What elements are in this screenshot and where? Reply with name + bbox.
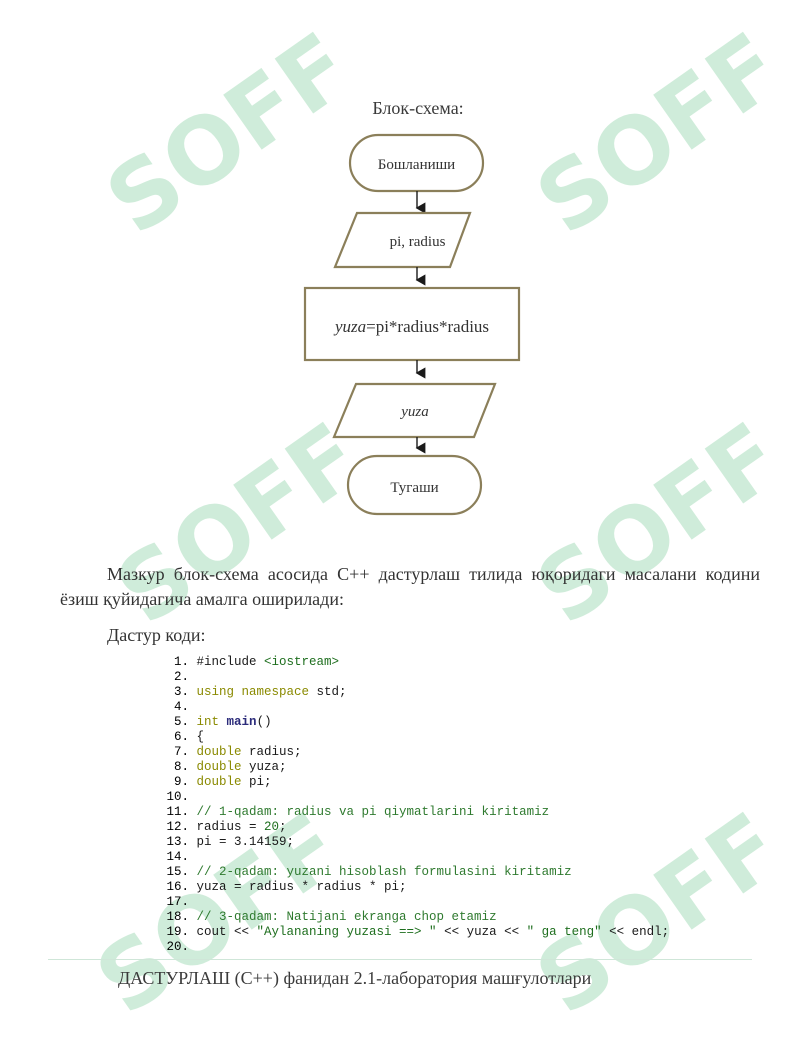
process-rectangle <box>303 286 521 362</box>
input-parallelogram <box>333 211 472 269</box>
code-token: "Aylananing yuzasi ==> " <box>256 925 437 939</box>
code-line: 19. cout << "Aylananing yuzasi ==> " << … <box>160 925 669 940</box>
code-line: 14. <box>160 850 669 865</box>
line-number: 18. <box>166 910 189 924</box>
code-token: // 3-qadam: Natijani ekranga chop etamiz <box>196 910 497 924</box>
line-number: 19. <box>166 925 189 939</box>
line-number: 17. <box>166 895 189 909</box>
line-number: 13. <box>166 835 189 849</box>
code-listing: 1. #include <iostream>2. 3. using namesp… <box>160 655 669 955</box>
line-number: 1. <box>173 655 189 669</box>
watermark-logo-2: SOFF <box>518 13 800 256</box>
code-token: radius; <box>241 745 302 759</box>
svg-text:SOFF: SOFF <box>518 13 800 256</box>
output-label: yuza <box>340 404 490 421</box>
code-token: // 2-qadam: yuzani hisoblash formulasini… <box>196 865 572 879</box>
code-line: 18. // 3-qadam: Natijani ekranga chop et… <box>160 910 669 925</box>
code-line: 5. int main() <box>160 715 669 730</box>
line-number: 12. <box>166 820 189 834</box>
line-number: 10. <box>166 790 189 804</box>
line-number: 4. <box>173 700 189 714</box>
line-number: 9. <box>173 775 189 789</box>
code-heading-text: Дастур коди: <box>107 625 206 645</box>
output-parallelogram <box>332 382 497 439</box>
process-variable: yuza <box>334 317 367 336</box>
code-line: 11. // 1-qadam: radius va pi qiymatlarin… <box>160 805 669 820</box>
page-footer: ДАСТУРЛАШ (C++) фанидан 2.1-лаборатория … <box>118 968 592 988</box>
code-line: 10. <box>160 790 669 805</box>
code-token: main <box>226 715 257 729</box>
code-line: 13. pi = 3.14159; <box>160 835 669 850</box>
code-heading: Дастур коди: <box>60 623 760 648</box>
output-variable: yuza <box>401 404 429 420</box>
end-label: Тугаши <box>390 480 439 496</box>
flowchart <box>303 133 521 516</box>
code-line: 8. double yuza; <box>160 760 669 775</box>
line-number: 11. <box>166 805 189 819</box>
flowchart-caption: Блок-схема: <box>372 98 464 118</box>
code-token: yuza; <box>241 760 287 774</box>
code-line: 9. double pi; <box>160 775 669 790</box>
line-number: 8. <box>173 760 189 774</box>
input-label: pi, radius <box>389 234 446 250</box>
process-expression: =pi*radius*radius <box>366 317 490 336</box>
code-token: " ga teng" <box>526 925 602 939</box>
code-line: 4. <box>160 700 669 715</box>
code-line: 16. yuza = radius * radius * pi; <box>160 880 669 895</box>
code-token: double <box>196 760 242 774</box>
code-line: 1. #include <iostream> <box>160 655 669 670</box>
line-number: 16. <box>166 880 189 894</box>
process-label: yuza=pi*radius*radius <box>305 317 519 337</box>
start-label: Бошланиши <box>377 157 456 173</box>
code-line: 6. { <box>160 730 669 745</box>
code-token: cout << <box>196 925 257 939</box>
line-number: 20. <box>166 940 189 954</box>
code-line: 15. // 2-qadam: yuzani hisoblash formula… <box>160 865 669 880</box>
end-terminator <box>346 454 483 516</box>
code-token: using namespace <box>196 685 310 699</box>
code-token: std; <box>309 685 347 699</box>
line-number: 3. <box>173 685 189 699</box>
code-token: 20 <box>264 820 280 834</box>
code-token: int <box>196 715 220 729</box>
code-token: << yuza << <box>436 925 527 939</box>
body-paragraph-text: Мазкур блок-схема асосида C++ дастурлаш … <box>60 564 760 609</box>
code-token: << endl; <box>601 925 670 939</box>
code-token: double <box>196 745 242 759</box>
code-line: 2. <box>160 670 669 685</box>
line-number: 6. <box>173 730 189 744</box>
code-line: 20. <box>160 940 669 955</box>
code-token: radius = <box>196 820 265 834</box>
line-number: 5. <box>173 715 189 729</box>
line-number: 15. <box>166 865 189 879</box>
line-number: 7. <box>173 745 189 759</box>
code-line: 3. using namespace std; <box>160 685 669 700</box>
code-line: 7. double radius; <box>160 745 669 760</box>
code-token: { <box>196 730 205 744</box>
code-token: #include <box>196 655 265 669</box>
footer-rule <box>48 959 752 960</box>
code-line: 17. <box>160 895 669 910</box>
code-line: 12. radius = 20; <box>160 820 669 835</box>
code-token: pi; <box>241 775 272 789</box>
code-token: yuza = radius * radius * pi; <box>196 880 407 894</box>
line-number: 14. <box>166 850 189 864</box>
code-token: () <box>256 715 272 729</box>
code-token: <iostream> <box>264 655 340 669</box>
line-number: 2. <box>173 670 189 684</box>
body-paragraph: Мазкур блок-схема асосида C++ дастурлаш … <box>60 562 760 612</box>
code-token: double <box>196 775 242 789</box>
code-token: pi = 3.14159; <box>196 835 295 849</box>
code-token <box>219 715 227 729</box>
code-token: ; <box>279 820 287 834</box>
code-token: // 1-qadam: radius va pi qiymatlarini ki… <box>196 805 550 819</box>
